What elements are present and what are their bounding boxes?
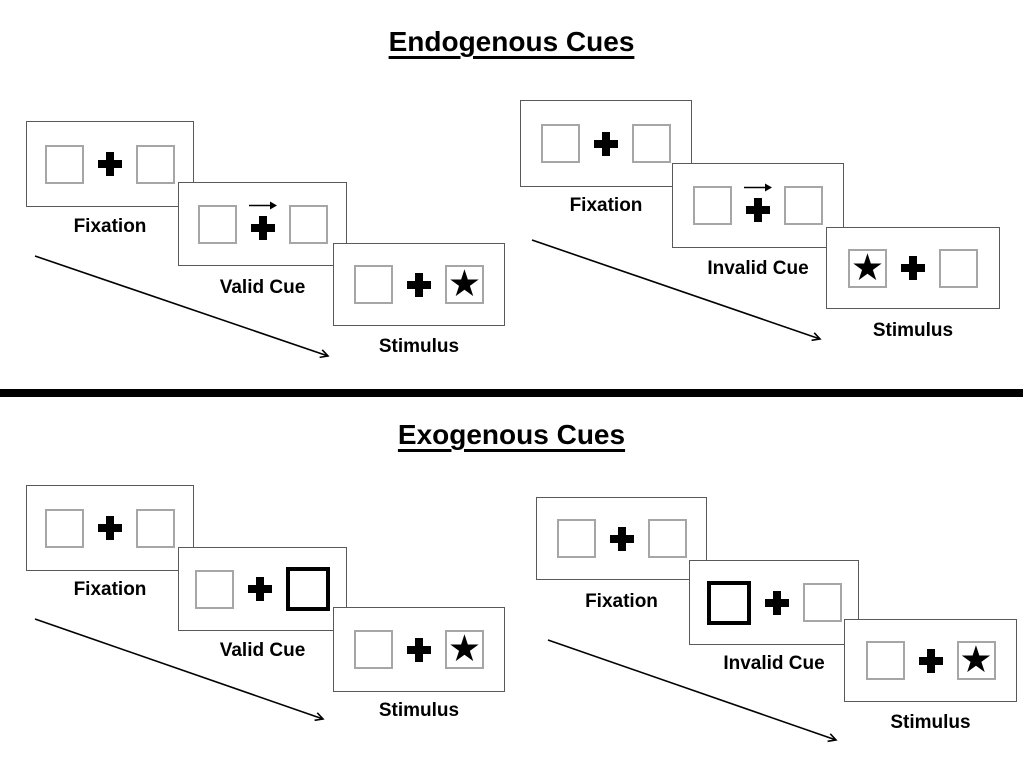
fixation-cross-icon <box>98 516 122 540</box>
endogenous-valid-fixation-panel <box>26 121 194 207</box>
right-box: ★ <box>445 630 484 669</box>
right-box <box>802 583 842 622</box>
left-box <box>45 508 84 548</box>
star-stimulus-icon: ★ <box>850 245 885 289</box>
panel-label: Fixation <box>585 591 658 612</box>
fixation-cross-icon <box>609 526 634 551</box>
star-stimulus-icon: ★ <box>447 262 482 305</box>
endogenous-invalid-fixation-panel <box>520 100 692 187</box>
fixation-cross-icon <box>248 577 272 601</box>
timeline-arrow-endogenous-valid <box>34 255 328 356</box>
left-box <box>354 630 393 669</box>
right-box <box>939 248 978 288</box>
fixation-cross-icon <box>594 131 618 156</box>
left-box <box>197 204 237 244</box>
left-box <box>45 144 84 184</box>
right-box-highlighted <box>286 567 330 611</box>
exogenous-valid-fixation-panel <box>26 485 194 571</box>
left-box <box>865 641 905 680</box>
star-stimulus-icon: ★ <box>959 638 993 681</box>
panel-label: Valid Cue <box>219 277 306 298</box>
panel-label: Fixation <box>73 216 147 237</box>
section-divider <box>0 389 1023 397</box>
endogenous-invalid-stimulus-panel: ★ <box>826 227 1000 309</box>
section-title-exogenous: Exogenous Cues <box>397 419 626 450</box>
section-title-endogenous: Endogenous Cues <box>388 26 635 57</box>
cue-arrow-right-icon <box>744 183 772 191</box>
fixation-cross-icon <box>901 256 925 280</box>
fixation-cross-icon <box>918 648 943 673</box>
timeline-arrow-endogenous-invalid <box>531 239 820 339</box>
fixation-cross-icon <box>248 201 277 240</box>
panel-label: Invalid Cue <box>723 653 825 674</box>
right-box: ★ <box>956 638 996 681</box>
right-box <box>288 204 328 244</box>
panel-label: Stimulus <box>872 320 954 341</box>
right-box <box>136 508 175 548</box>
timeline-arrow-exogenous-valid <box>34 618 323 719</box>
endogenous-valid-cue-panel <box>178 182 347 266</box>
panel-label: Stimulus <box>890 712 971 733</box>
fixation-cross-icon <box>764 590 789 615</box>
left-box: ★ <box>848 245 887 289</box>
fixation-cross-icon <box>98 152 122 176</box>
panel-label: Stimulus <box>378 336 460 357</box>
left-box <box>354 265 393 304</box>
panel-label: Invalid Cue <box>707 258 809 279</box>
exogenous-invalid-cue-panel <box>689 560 859 645</box>
panel-label: Fixation <box>569 195 643 216</box>
left-box <box>541 124 580 163</box>
right-box <box>632 124 671 163</box>
left-box-highlighted <box>706 580 751 625</box>
exogenous-valid-stimulus-panel: ★ <box>333 607 505 692</box>
right-box <box>136 144 175 184</box>
left-box <box>693 186 732 225</box>
right-box <box>784 186 823 225</box>
endogenous-invalid-cue-panel <box>672 163 844 248</box>
left-box <box>195 569 234 609</box>
exogenous-valid-cue-panel <box>178 547 347 631</box>
star-stimulus-icon: ★ <box>447 627 482 670</box>
cue-arrow-right-icon <box>248 201 277 210</box>
right-box <box>647 519 687 558</box>
left-box <box>556 519 596 558</box>
right-box: ★ <box>445 265 484 304</box>
fixation-cross-icon <box>407 637 431 662</box>
panel-label: Valid Cue <box>219 640 306 661</box>
fixation-cross-icon <box>407 272 431 297</box>
exogenous-invalid-fixation-panel <box>536 497 707 580</box>
endogenous-valid-stimulus-panel: ★ <box>333 243 505 326</box>
panel-label: Stimulus <box>378 700 460 721</box>
fixation-cross-icon <box>744 183 772 222</box>
exogenous-invalid-stimulus-panel: ★ <box>844 619 1017 702</box>
panel-label: Fixation <box>73 579 147 600</box>
